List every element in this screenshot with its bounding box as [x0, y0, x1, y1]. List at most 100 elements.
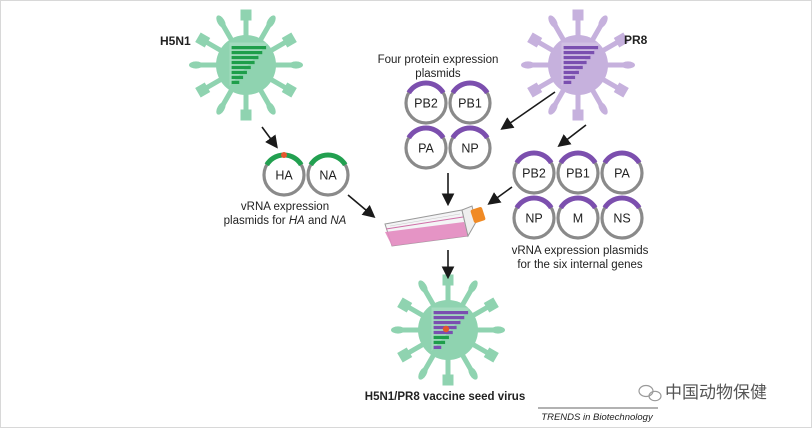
spike-head-ha — [572, 9, 584, 21]
spike-head-ha — [572, 109, 584, 121]
plasmid: HA — [262, 152, 306, 197]
h5n1-label: H5N1 — [160, 34, 191, 48]
plasmid-label: PB1 — [458, 97, 482, 111]
spike-head-ha — [527, 32, 543, 48]
spike-stalk — [601, 40, 619, 53]
plasmid-insert-arc — [406, 125, 446, 140]
plasmid-label: NA — [319, 169, 337, 183]
journal-credit: TRENDS in Biotechnology — [541, 412, 654, 423]
spike-stalk — [460, 289, 473, 307]
spike-stalk — [471, 305, 489, 318]
spike-head-na — [598, 15, 608, 29]
plasmid-label: PB2 — [522, 167, 546, 181]
result-virus-label: H5N1/PR8 vaccine seed virus — [365, 391, 525, 403]
spike-head-na — [468, 366, 478, 380]
spike-stalk — [553, 88, 566, 106]
rna-segment — [231, 50, 263, 55]
rna-segment — [231, 46, 267, 50]
spike-stalk — [258, 24, 271, 42]
pr8-label: PR8 — [624, 33, 648, 47]
plasmid-label: PA — [614, 167, 630, 181]
virion-envelope — [548, 35, 608, 95]
plasmid: PA — [600, 150, 644, 195]
arrow-internal-to-flask — [487, 186, 513, 205]
spike-head-na — [418, 366, 428, 380]
protein-plasmids-title: Four protein expression — [378, 54, 499, 66]
plasmid-insert-arc — [308, 152, 348, 167]
plasmid: NP — [512, 195, 556, 240]
plasmid: PB2 — [512, 150, 556, 195]
spike-head-ha — [613, 82, 629, 98]
rna-segment — [433, 340, 446, 345]
spike-head-ha — [527, 82, 543, 98]
spike-head-na — [621, 61, 635, 69]
spike-stalk — [269, 77, 287, 90]
plasmid: PB1 — [448, 80, 492, 125]
spike-stalk — [205, 40, 223, 53]
spike-head-ha — [240, 109, 252, 121]
rna-segment — [563, 80, 572, 84]
spike-stalk — [460, 353, 473, 371]
spike-head-ha — [442, 274, 454, 286]
rna-segment — [231, 80, 240, 84]
plasmid-insert-arc — [514, 195, 554, 210]
spike-stalk — [407, 305, 425, 318]
plasmid-insert-arc — [602, 195, 642, 210]
spike-head-na — [266, 15, 276, 29]
rna-segment — [563, 46, 599, 50]
ha-marker — [281, 152, 287, 158]
plasmid-label: NS — [613, 212, 630, 226]
spike-head-na — [598, 101, 608, 115]
spike-stalk — [205, 77, 223, 90]
spike-stalk — [221, 24, 234, 42]
spike-stalk — [590, 88, 603, 106]
plasmid-label: PB2 — [414, 97, 438, 111]
plasmid-label: M — [573, 212, 583, 226]
spike-stalk — [471, 342, 489, 355]
rna-segment — [563, 55, 591, 60]
plasmid-insert-arc — [602, 150, 642, 165]
spike-head-na — [418, 280, 428, 294]
reassortant-virus-icon — [391, 274, 505, 386]
spike-stalk — [423, 289, 436, 307]
spike-head-ha — [240, 9, 252, 21]
plasmid-label: NP — [525, 212, 542, 226]
rna-segment — [433, 345, 442, 349]
spike-stalk — [269, 40, 287, 53]
rna-segment — [433, 330, 453, 335]
plasmid: NA — [306, 152, 350, 197]
spike-head-na — [548, 101, 558, 115]
ha-na-caption-na: NA — [330, 215, 346, 227]
spike-stalk — [601, 77, 619, 90]
virion-envelope — [216, 35, 276, 95]
rna-segment — [563, 60, 587, 65]
rna-segment — [433, 320, 461, 325]
rna-segment — [231, 65, 251, 70]
ha-na-caption-prefix: plasmids for — [224, 215, 289, 227]
ha-na-plasmid-group: HA NA — [262, 152, 350, 197]
plasmid-label: NP — [461, 142, 478, 156]
cell-culture-flask-icon — [384, 205, 486, 247]
plasmid-insert-arc — [450, 80, 490, 95]
spike-head-ha — [195, 82, 211, 98]
rna-segment — [231, 55, 259, 60]
spike-head-na — [391, 326, 405, 334]
spike-head-ha — [613, 32, 629, 48]
spike-head-na — [468, 280, 478, 294]
plasmid: NS — [600, 195, 644, 240]
rna-segment — [563, 50, 595, 55]
spike-head-ha — [281, 82, 297, 98]
rna-segment — [433, 315, 465, 320]
ha-na-caption-line2: plasmids for HA and NA — [224, 215, 347, 227]
spike-stalk — [537, 77, 555, 90]
spike-head-ha — [397, 347, 413, 363]
rna-segment — [563, 70, 579, 75]
plasmid: PA — [404, 125, 448, 170]
protein-plasmids-title-line2: plasmids — [415, 68, 461, 80]
plasmid-insert-arc — [558, 195, 598, 210]
spike-stalk — [553, 24, 566, 42]
